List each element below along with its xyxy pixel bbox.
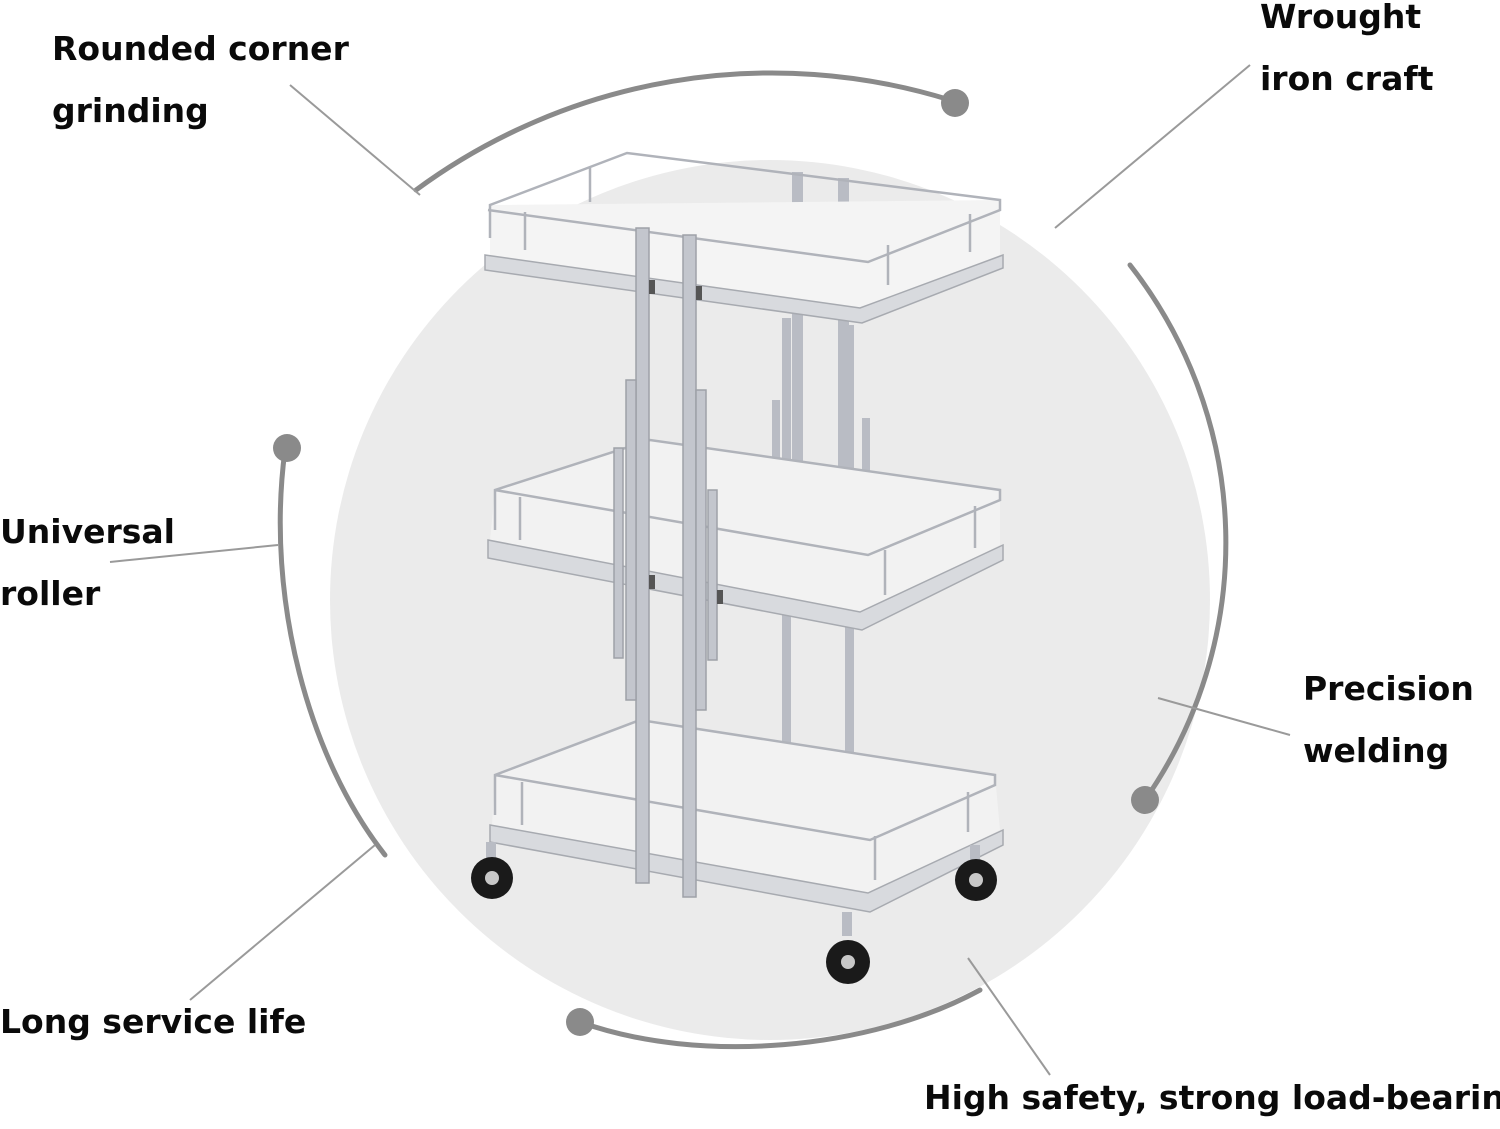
arc-dot-top — [941, 89, 969, 117]
arc-end-dots — [273, 89, 1159, 1036]
back-post — [845, 620, 854, 800]
shelf-bottom-rail — [493, 718, 997, 842]
label-precision-welding: Precision welding — [1303, 658, 1474, 782]
label-universal-roller-line1: Universal — [0, 512, 175, 551]
leader-precision-welding — [1157, 697, 1291, 736]
arc-top — [413, 70, 953, 193]
leader-long-service — [189, 844, 376, 1001]
label-rounded-corner-line2: grinding — [52, 91, 209, 130]
leader-rounded-corner — [289, 84, 421, 196]
caster-wheel — [826, 912, 870, 984]
caster-stem — [842, 912, 852, 936]
shelf-middle-front — [487, 539, 1004, 631]
wheel-hub — [841, 955, 855, 969]
front-post — [613, 447, 624, 659]
post-joint — [717, 590, 723, 604]
caster-wheel — [471, 842, 513, 899]
front-posts — [613, 227, 718, 898]
arc-dot-bottom — [566, 1008, 594, 1036]
front-post — [682, 234, 697, 898]
arc-bottom — [577, 987, 983, 1050]
caster-stem — [970, 845, 980, 863]
arc-dot-right — [1131, 786, 1159, 814]
leader-lines — [109, 64, 1291, 1076]
shelf-top — [484, 151, 1004, 324]
label-precision-welding-line2: welding — [1303, 731, 1450, 770]
label-long-service: Long service life — [0, 991, 306, 1053]
back-post — [792, 172, 803, 517]
shelf-top-rail — [487, 151, 1002, 264]
front-post — [707, 489, 718, 661]
caster-stem — [486, 842, 496, 860]
caster-wheels — [471, 842, 997, 984]
front-post — [635, 227, 650, 884]
back-post — [838, 178, 849, 523]
post-joint — [696, 286, 702, 300]
label-wrought-iron: Wrought iron craft — [1260, 0, 1433, 110]
wheel-hub — [485, 871, 499, 885]
wheel-hub — [969, 873, 983, 887]
arc-right — [1127, 262, 1229, 803]
label-high-safety-line1: High safety, strong load-bearing — [924, 1078, 1500, 1117]
leader-universal-roller — [109, 544, 279, 563]
label-long-service-line1: Long service life — [0, 1002, 307, 1041]
leader-wrought-iron — [1054, 64, 1251, 229]
label-universal-roller-line2: roller — [0, 574, 101, 613]
post-joint — [649, 575, 655, 589]
shelf-middle-rail — [493, 438, 1002, 557]
label-universal-roller: Universal roller — [0, 501, 175, 625]
front-post — [695, 389, 707, 711]
front-post — [625, 379, 637, 701]
shelf-bottom — [489, 718, 1004, 913]
post-joints — [649, 280, 723, 604]
post-joint — [649, 280, 655, 294]
label-rounded-corner: Rounded corner grinding — [52, 18, 349, 142]
label-rounded-corner-line1: Rounded corner — [52, 29, 349, 68]
shelf-top-front — [484, 253, 1004, 324]
label-wrought-iron-line1: Wrought — [1260, 0, 1422, 36]
arc-dot-left — [273, 434, 301, 462]
label-wrought-iron-line2: iron craft — [1260, 59, 1434, 98]
label-precision-welding-line1: Precision — [1303, 669, 1474, 708]
label-high-safety: High safety, strong load-bearing — [924, 1067, 1500, 1129]
trolley-cart — [471, 151, 1004, 984]
back-post — [782, 620, 791, 790]
decorative-arcs — [277, 70, 1229, 1050]
back-post — [772, 400, 780, 510]
arc-left — [277, 447, 388, 858]
leader-high-safety — [967, 957, 1051, 1076]
caster-wheel — [955, 845, 997, 901]
